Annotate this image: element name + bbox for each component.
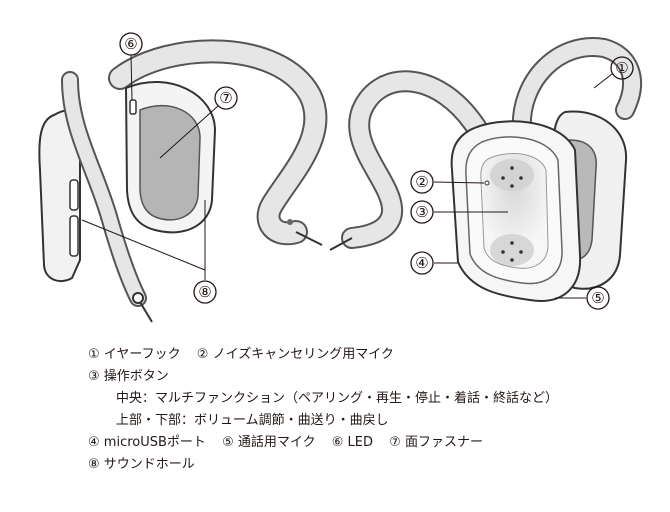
legend-item-nc-mic: ② ノイズキャンセリング用マイク <box>197 344 394 366</box>
legend-row-1: ① イヤーフック ② ノイズキャンセリング用マイク <box>88 344 658 366</box>
legend-item-operation-buttons: ③ 操作ボタン <box>88 366 169 388</box>
legend-item-ear-hook: ① イヤーフック <box>88 344 181 366</box>
led-indicator <box>129 99 137 115</box>
callout-6-label: ⑥ <box>124 35 137 53</box>
callout-8-label: ⑧ <box>198 283 211 301</box>
legend-row-2-detail-2: 上部・下部：ボリューム調節・曲送り・曲戻し <box>116 413 389 428</box>
legend-num: ③ <box>88 369 100 384</box>
side-button-lower <box>69 215 79 257</box>
legend-text: サウンドホール <box>103 457 195 472</box>
legend-num: ④ <box>88 435 100 450</box>
legend-row-4: ⑧ サウンドホール <box>88 454 658 476</box>
parts-legend: ① イヤーフック ② ノイズキャンセリング用マイク ③ 操作ボタン 中央：マルチ… <box>88 344 658 476</box>
callout-7-label: ⑦ <box>219 89 232 107</box>
legend-text: 面ファスナー <box>404 435 483 450</box>
legend-text: ノイズキャンセリング用マイク <box>212 347 394 362</box>
callout-3-label: ③ <box>415 203 428 221</box>
left-fastener-pad <box>139 105 201 221</box>
headset-diagram: ⑥ ⑦ ⑧ <box>38 32 642 323</box>
callout-2-label: ② <box>415 173 428 191</box>
legend-text: 操作ボタン <box>103 369 169 384</box>
legend-item-fastener: ⑦ 面ファスナー <box>389 432 483 454</box>
legend-row-2-detail-1: 中央：マルチファンクション（ペアリング・再生・停止・着話・終話など） <box>116 391 559 406</box>
legend-num: ① <box>88 347 100 362</box>
legend-item-led: ⑥ LED <box>332 432 373 454</box>
legend-num: ② <box>196 347 209 362</box>
legend-num: ⑧ <box>88 457 100 472</box>
right-headset-illustration: ① ② ③ ④ ⑤ <box>329 37 642 310</box>
legend-item-sound-hole: ⑧ サウンドホール <box>88 454 195 476</box>
legend-item-micro-usb: ④ microUSBポート <box>88 432 206 454</box>
legend-item-call-mic: ⑤ 通話用マイク <box>222 432 316 454</box>
legend-num: ⑤ <box>222 435 234 450</box>
legend-num: ⑥ <box>331 435 344 450</box>
noise-cancel-mic-hole <box>484 180 490 186</box>
side-button-upper <box>69 179 79 211</box>
callout-4-label: ④ <box>415 254 428 272</box>
left-headset-illustration: ⑥ ⑦ ⑧ <box>38 32 328 323</box>
legend-text: 通話用マイク <box>237 435 316 450</box>
legend-num: ⑦ <box>389 435 401 450</box>
legend-row-3: ④ microUSBポート ⑤ 通話用マイク ⑥ LED ⑦ 面ファスナー <box>88 432 658 454</box>
callout-5-label: ⑤ <box>591 289 604 307</box>
legend-text: microUSBポート <box>103 435 206 450</box>
legend-text: イヤーフック <box>103 347 181 362</box>
callout-1-label: ① <box>615 59 628 77</box>
legend-row-2: ③ 操作ボタン <box>88 366 658 388</box>
legend-text: LED <box>347 435 374 450</box>
